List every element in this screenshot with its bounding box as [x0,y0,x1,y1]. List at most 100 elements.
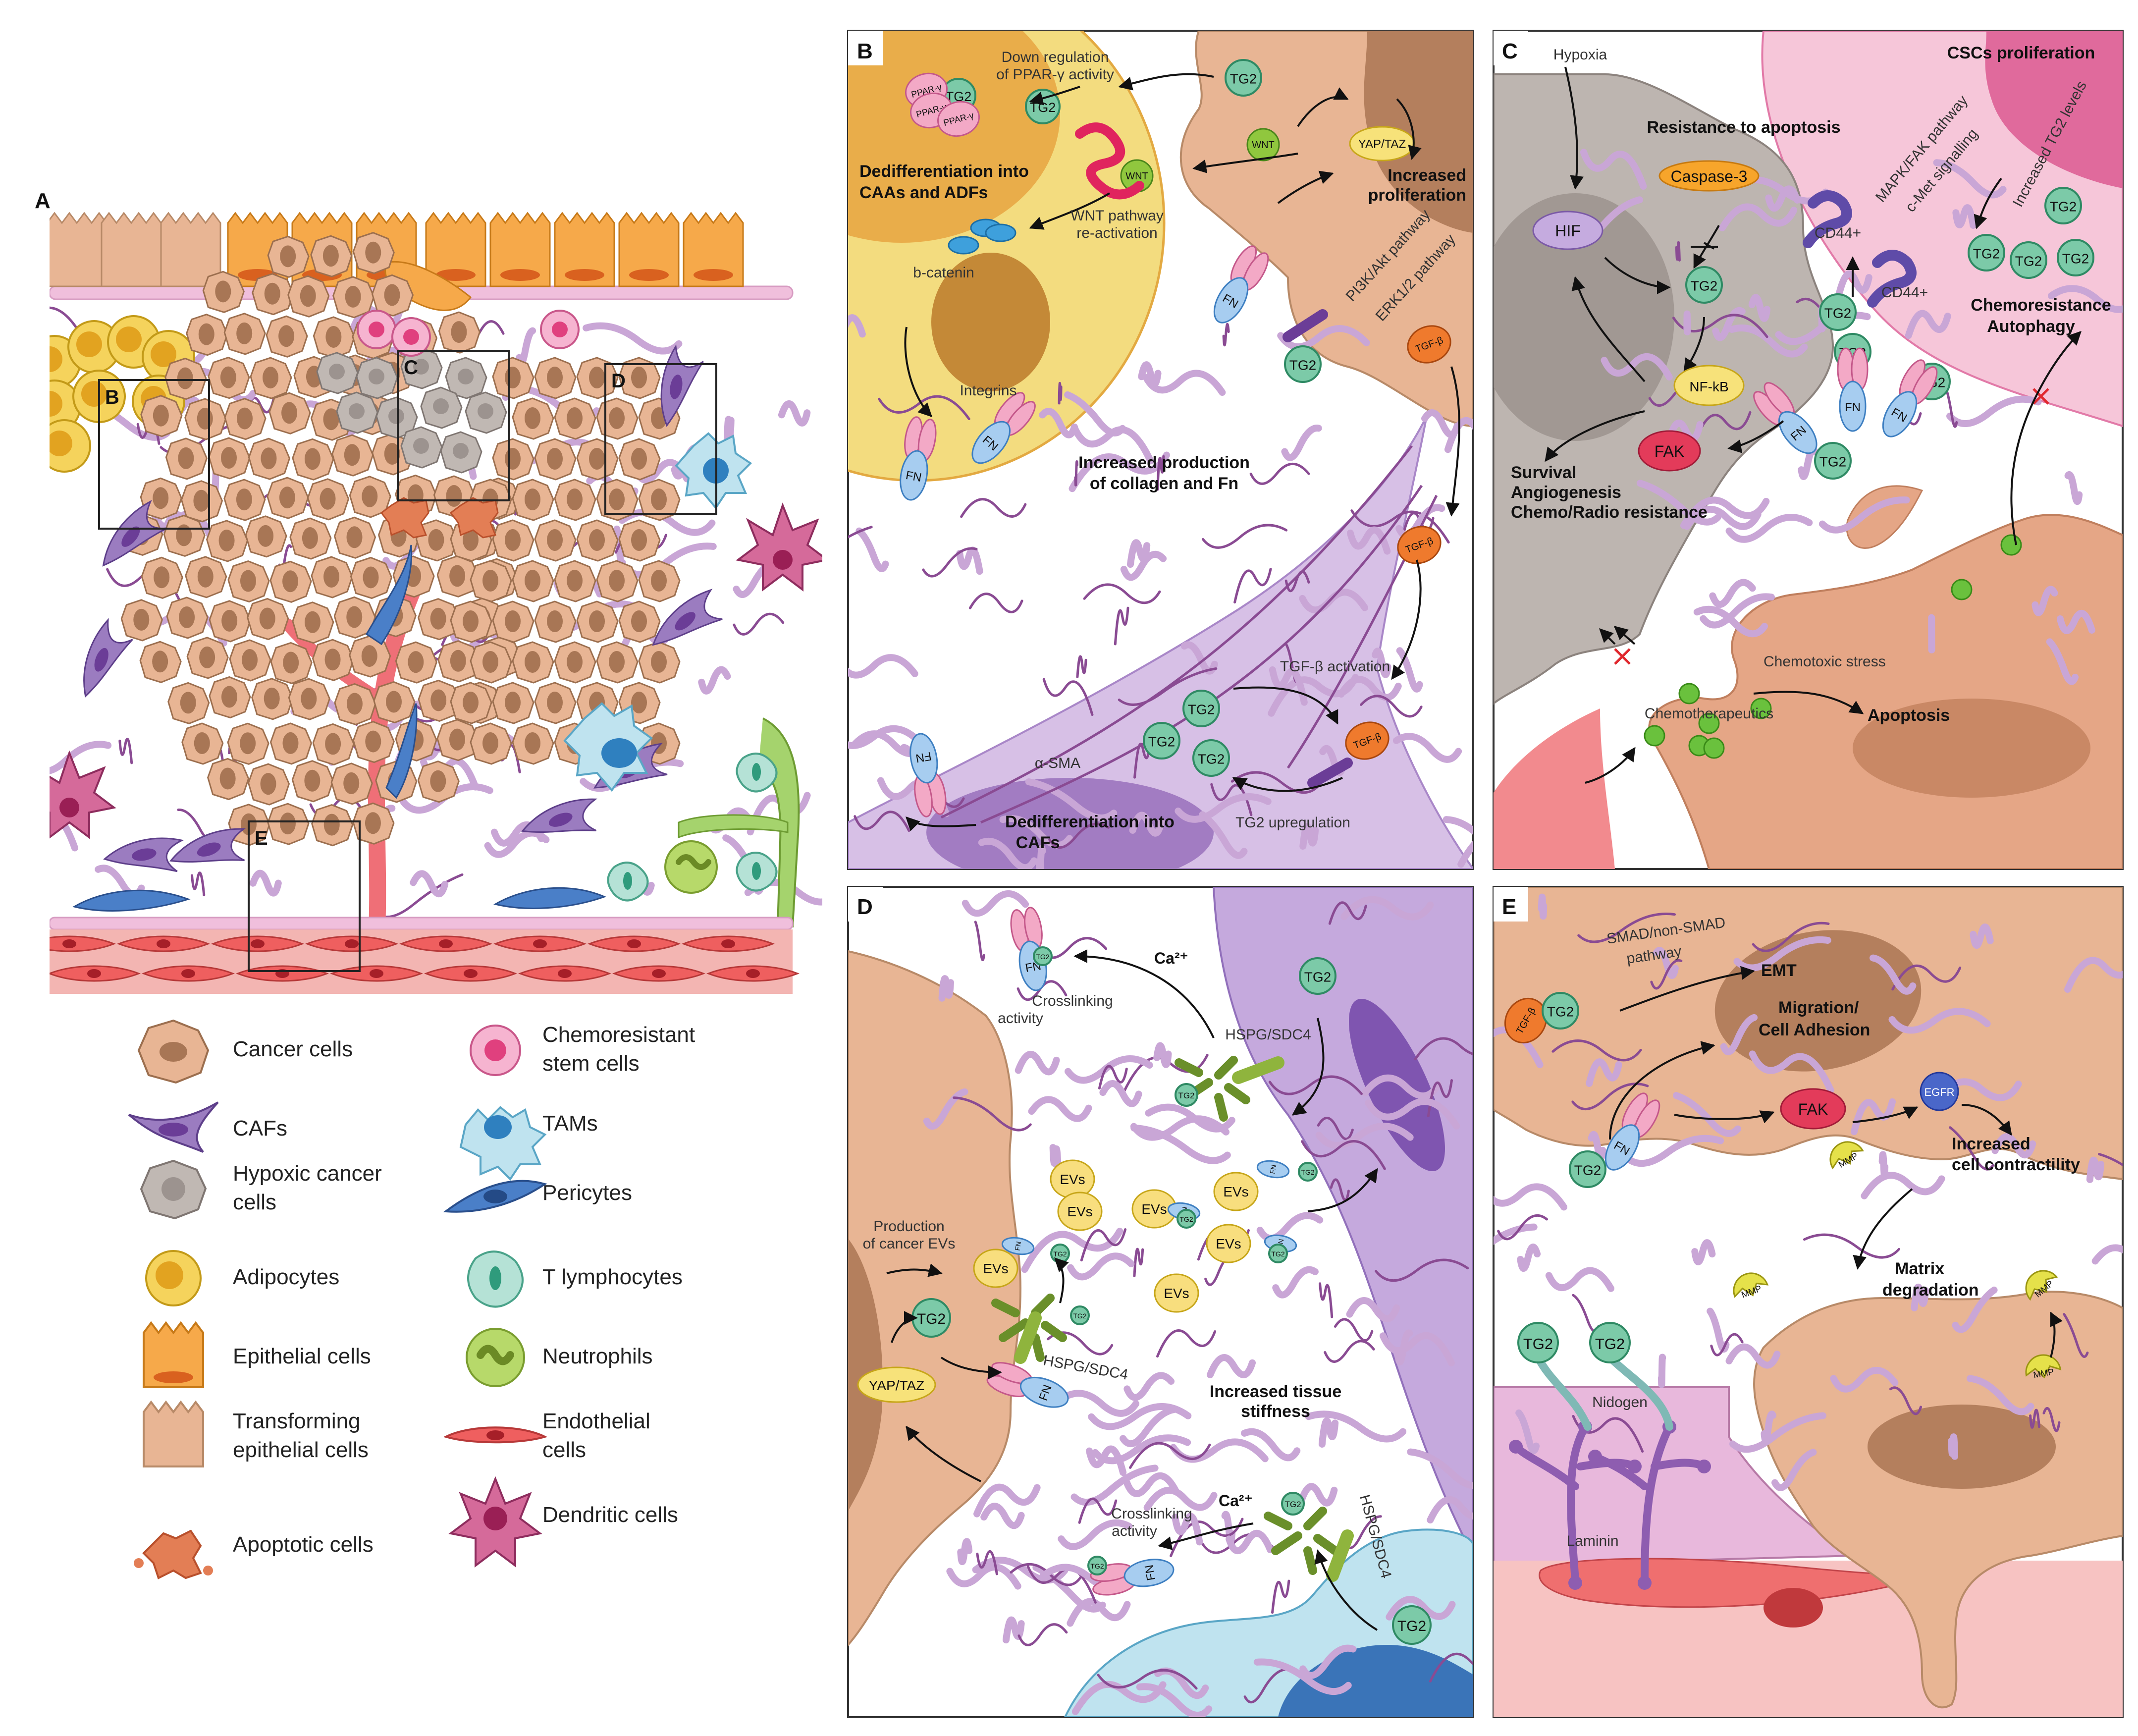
csc-nucleus [1985,31,2123,188]
tg2-icon: TG2 [2044,187,2082,224]
tumor-microenvironment-illustration [50,212,822,994]
tg2-label: TG2 [1547,1004,1574,1020]
c-label-chemo-2: Autophagy [1987,317,2075,336]
tg2-label: TG2 [1053,1250,1067,1258]
inset-boxes [98,350,717,972]
d-label-crosslink-1: Crosslinking [1032,993,1113,1009]
legend-item: Apoptotic cells [233,1532,374,1557]
panel-a-letter: A [35,189,51,213]
wnt-icon-2-label: WNT [1125,171,1148,182]
b-label-tg2-up: TG2 upregulation [1235,814,1350,831]
tg2-icon: TG2 [1814,442,1852,480]
legend-label: epithelial cells [233,1438,369,1462]
tg2-label: TG2 [1179,1215,1193,1223]
cd44-receptor-icon [1803,190,1852,248]
tg2-icon: TG2 [1143,722,1180,760]
tg2-icon: TG2 [1268,1244,1288,1263]
e-label-emt: EMT [1761,961,1797,980]
fn-icon: FN [1001,1237,1035,1255]
blocked-mark-icon [1614,648,1631,665]
nidogen-icon [1534,1354,1673,1431]
integrin-fn-complex-icon: FN [986,1362,1069,1408]
tg2-label: TG2 [1198,752,1225,767]
ev-icon: EVs [1057,1192,1103,1231]
hypoxic-nucleus [1494,193,1674,441]
fn-label: FN [1845,401,1861,414]
d-label-prod-2: of cancer EVs [863,1236,956,1252]
integrin-fn-complex-icon: FN [1604,1092,1660,1171]
c-label-cd44-2: CD44+ [1881,284,1928,301]
tg2-label: TG2 [917,1311,946,1327]
inset-box-d [604,363,717,515]
c-label-nfkb: NF-kB [1689,379,1728,394]
ev-icon-label: EVs [1141,1201,1167,1217]
c-label-surv-2: Angiogenesis [1511,483,1621,502]
legend-item: Epithelial cells [233,1344,371,1368]
fn-label: FN [1142,1564,1158,1581]
tg2-label: TG2 [1973,246,2000,262]
tgfb-icon-3: TGF-β [1345,721,1390,760]
integrin-fn-complex-icon: FN [1837,347,1869,432]
tg2-label: TG2 [1148,734,1175,750]
inset-label-e: E [255,827,268,849]
stem-cells [357,310,580,357]
yap-taz-icon-label: YAP/TAZ [1358,137,1406,151]
fn-icon-label: FN [1013,1241,1022,1251]
e-label-mig-1: Migration/ [1778,998,1859,1017]
legend-label: cells [542,1438,586,1462]
b-label-cafs-1: Dedifferentiation into [1005,813,1175,831]
b-label-dediff-2: CAAs and ADFs [859,183,988,202]
tg2-label: TG2 [1574,1163,1601,1178]
e-label-fak: FAK [1798,1100,1828,1118]
legend-label: Apoptotic cells [233,1532,374,1557]
neutrophil [664,840,718,894]
panel-b-letter: B [857,39,873,63]
chemotherapeutic-drugs [1644,534,2022,759]
ev-icon: EVs [1131,1189,1177,1229]
panel-a: A [35,189,822,1579]
ev-icon: EVs [1206,1224,1251,1263]
endothelial-cells [50,935,800,982]
integrin-fn-complex-icon: FN [971,392,1036,464]
d-label-ca-2: Ca²⁺ [1219,1492,1252,1510]
cancer-nucleus-b [1364,31,1473,233]
cancer-nucleus-c [1853,699,2090,798]
inset-label-d: D [611,370,626,392]
tg2-label: TG2 [1289,358,1316,373]
integrin-fn-complex-icon: FN [1753,382,1817,454]
d-label-crosslink-2: activity [998,1010,1043,1027]
b-catenin-icons [948,218,1016,255]
egfr-icon [1920,1072,1959,1111]
ev-icon: EVs [973,1248,1018,1288]
cancer-nucleus-e-bottom [1868,1405,2056,1489]
b-label-asma: α-SMA [1035,755,1080,771]
c-label-caspase: Caspase-3 [1671,167,1748,185]
legend-label: TAMs [542,1111,598,1136]
b-label-wnt-path-2: re-activation [1076,225,1157,241]
hspg-sdc4-icons [991,1056,1339,1575]
c-label-csc: CSCs proliferation [1947,44,2095,62]
ev-icon-label: EVs [983,1261,1008,1276]
tg2-icon: TG2 [1589,1322,1631,1363]
c-label-fak: FAK [1655,442,1684,460]
ev-icon-label: EVs [1216,1236,1241,1251]
legend-label: CAFs [233,1116,287,1140]
b-label-incprolif-2: proliferation [1368,186,1466,205]
tg2-icon: TG2 [1968,234,2005,271]
panel-d: EVsEVsEVsEVsEVsEVsEVsFNFNFNFN TG2TG2TG2T… [847,886,1474,1718]
tg2-icon: TG2 [2057,239,2094,276]
tg2-label: TG2 [1819,454,1846,470]
tg2-label: TG2 [2062,251,2089,267]
legend-label: Transforming [233,1409,361,1433]
b-label-collagen-1: Increased production [1078,453,1250,472]
fn-icon-label: FN [1268,1164,1278,1174]
ev-icon-label: EVs [1223,1184,1248,1199]
tg2-icon: TG2 [1685,266,1723,304]
integrin-fn-complex-icon: FN [900,416,937,501]
d-label-yap: YAP/TAZ [869,1378,925,1393]
legend-item: TAMs [542,1111,598,1136]
ecm-fibers-d [923,890,1473,1717]
c-label-apoptosis: Apoptosis [1868,706,1950,725]
